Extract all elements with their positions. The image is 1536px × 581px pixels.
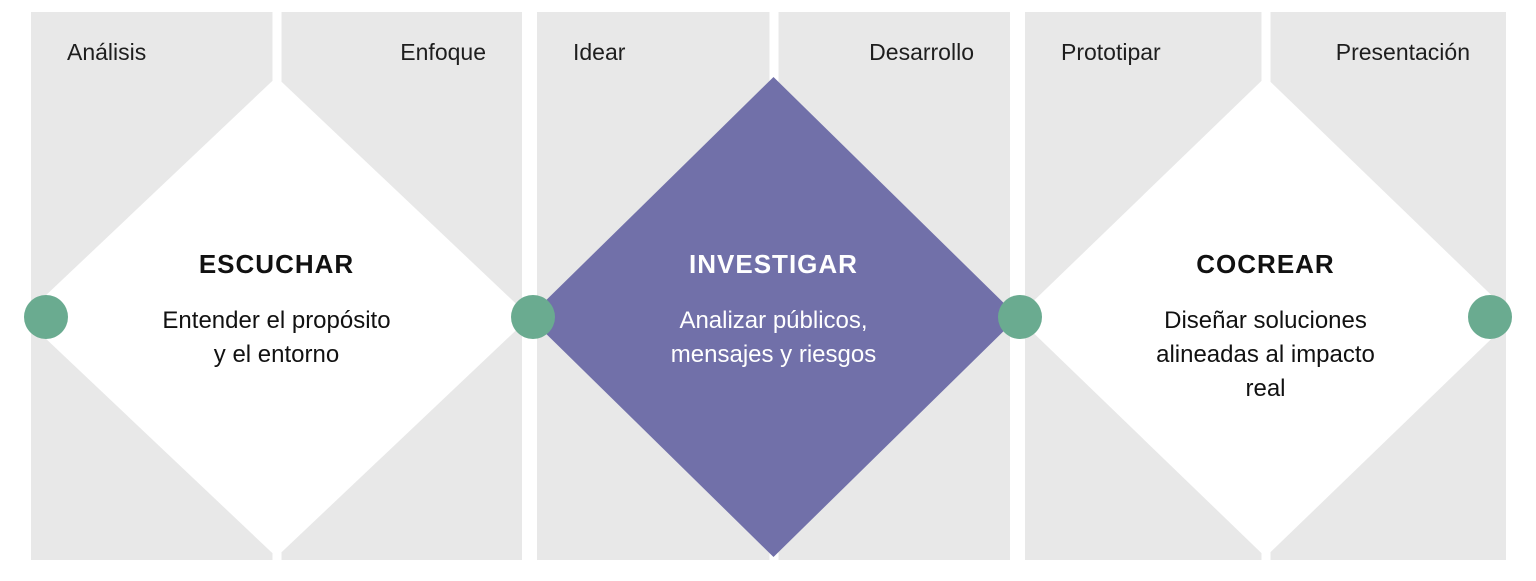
phase-labels: Prototipar Presentación (1025, 38, 1506, 66)
stage-dot (998, 295, 1042, 339)
phase-label-analisis: Análisis (67, 39, 147, 65)
panel-escuchar: Análisis Enfoque ESCUCHAR Entender el pr… (31, 12, 522, 560)
phase-label-enfoque: Enfoque (400, 39, 486, 65)
diamond-content-investigar: INVESTIGAR Analizar públicos, mensajes y… (537, 250, 1010, 372)
stage-dot (511, 295, 555, 339)
diamond-description: Diseñar soluciones alineadas al impacto … (1156, 307, 1375, 402)
diamond-description: Analizar públicos, mensajes y riesgos (670, 307, 877, 368)
diamond-content-cocrear: COCREAR Diseñar soluciones alineadas al … (1025, 250, 1506, 406)
diamond-content-escuchar: ESCUCHAR Entender el propósito y el ento… (31, 250, 522, 372)
diamond-title: ESCUCHAR (198, 249, 355, 279)
panel-cocrear: Prototipar Presentación COCREAR Diseñar … (1025, 12, 1506, 560)
panel-investigar: Idear Desarrollo INVESTIGAR Analizar púb… (537, 12, 1010, 560)
phase-labels: Idear Desarrollo (537, 38, 1010, 66)
diamond-title: INVESTIGAR (689, 249, 858, 279)
stage-dot (24, 295, 68, 339)
phase-label-desarrollo: Desarrollo (869, 39, 974, 65)
phase-label-prototipar: Prototipar (1061, 39, 1161, 65)
phase-labels: Análisis Enfoque (31, 38, 522, 66)
stage-dot (1468, 295, 1512, 339)
phase-label-idear: Idear (573, 39, 626, 65)
phase-label-presentacion: Presentación (1335, 39, 1470, 65)
diamond-description: Entender el propósito y el entorno (162, 307, 391, 368)
diamond-title: COCREAR (1196, 249, 1335, 279)
